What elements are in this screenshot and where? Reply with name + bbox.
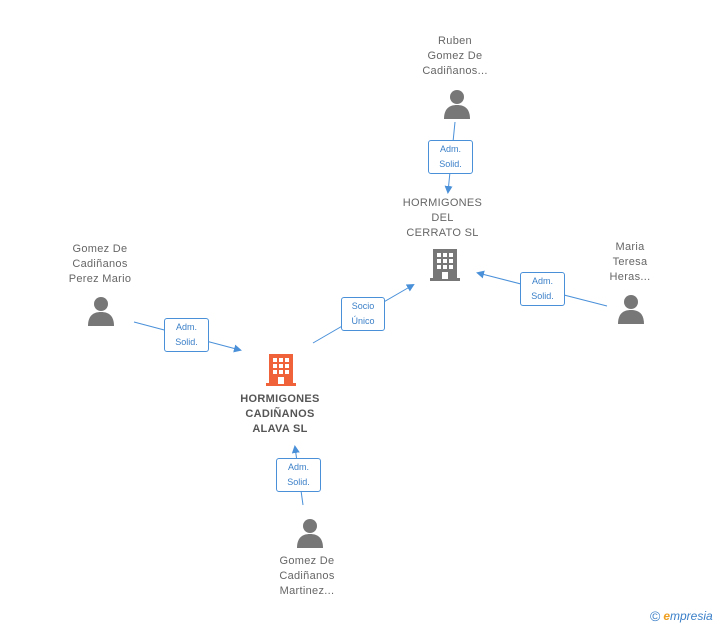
person-icon[interactable] xyxy=(443,89,471,119)
brand-initial: e xyxy=(663,609,671,623)
person-icon[interactable] xyxy=(617,294,645,324)
person-label-martinez[interactable]: Gomez De Cadiñanos Martinez... xyxy=(252,554,362,599)
person-icon[interactable] xyxy=(87,296,115,326)
label-line: Cadiñanos xyxy=(72,258,128,270)
label-line: Gomez De xyxy=(279,555,335,567)
label-line: Cadiñanos... xyxy=(422,65,488,77)
label-line: Ruben xyxy=(438,35,472,47)
person-icon[interactable] xyxy=(296,518,324,548)
main-building-icon[interactable] xyxy=(266,352,296,386)
label-line: HORMIGONES xyxy=(402,197,483,209)
brand-rest: mpresia xyxy=(670,609,713,623)
label-line: ALAVA SL xyxy=(252,423,308,435)
label-line: CERRATO SL xyxy=(406,227,479,239)
brand-logo: empresia xyxy=(663,609,712,623)
badge-line: Solid. xyxy=(439,159,462,169)
label-line: Perez Mario xyxy=(68,273,132,285)
label-line: Gomez De xyxy=(72,243,128,255)
footer-brand[interactable]: © empresia xyxy=(650,608,713,624)
label-line: Heras... xyxy=(609,271,651,283)
label-line: HORMIGONES xyxy=(240,393,320,405)
person-label-mario[interactable]: Gomez De Cadiñanos Perez Mario xyxy=(45,242,155,287)
badge-line: Adm. xyxy=(287,462,309,472)
label-line: Gomez De xyxy=(427,50,483,62)
edge-badge-ruben-cerrato[interactable]: Adm. Solid. xyxy=(428,140,473,174)
label-line: CADIÑANOS xyxy=(245,408,315,420)
badge-line: Solid. xyxy=(531,291,554,301)
label-line: Cadiñanos xyxy=(279,570,335,582)
badge-line: Solid. xyxy=(287,477,310,487)
badge-line: Solid. xyxy=(175,337,198,347)
edge-badge-martinez-alava[interactable]: Adm. Solid. xyxy=(276,458,321,492)
company-label-cerrato[interactable]: HORMIGONES DEL CERRATO SL xyxy=(390,196,495,241)
edge-badge-mario-alava[interactable]: Adm. Solid. xyxy=(164,318,209,352)
main-company-label-alava[interactable]: HORMIGONES CADIÑANOS ALAVA SL xyxy=(220,392,340,437)
badge-line: Único xyxy=(351,316,375,326)
badge-line: Socio xyxy=(351,301,375,311)
edge-badge-alava-cerrato[interactable]: Socio Único xyxy=(341,297,385,331)
person-label-ruben[interactable]: Ruben Gomez De Cadiñanos... xyxy=(400,34,510,79)
building-icon[interactable] xyxy=(430,247,460,281)
label-line: Martinez... xyxy=(279,585,335,597)
person-label-maria[interactable]: Maria Teresa Heras... xyxy=(590,240,670,285)
copyright-symbol: © xyxy=(650,608,661,624)
label-line: Teresa xyxy=(612,256,648,268)
label-line: Maria xyxy=(615,241,645,253)
badge-line: Adm. xyxy=(439,144,461,154)
badge-line: Adm. xyxy=(531,276,553,286)
badge-line: Adm. xyxy=(175,322,197,332)
edge-badge-maria-cerrato[interactable]: Adm. Solid. xyxy=(520,272,565,306)
label-line: DEL xyxy=(431,212,454,224)
